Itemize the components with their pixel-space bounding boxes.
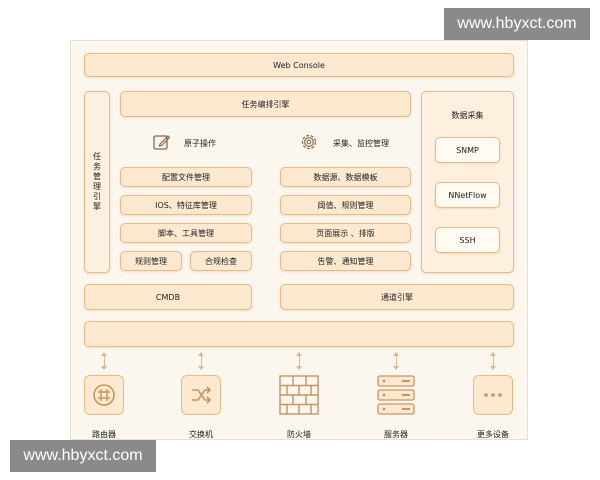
more-devices-icon [473, 375, 513, 415]
data-source-template-box: 数据源、数据模板 [280, 167, 411, 187]
data-collect-panel: 数据采集 SNMP NNetFlow SSH [421, 91, 514, 273]
server-icon [376, 373, 416, 417]
switch-icon [181, 375, 221, 415]
watermark-top: www.hbyxct.com [444, 8, 590, 40]
arrow-switch [198, 352, 204, 370]
task-mgmt-engine-label: 任务管理引擎 [92, 152, 102, 212]
config-file-mgmt-box: 配置文件管理 [120, 167, 252, 187]
alert-notify-mgmt-box: 告警、通知管理 [280, 251, 411, 271]
connector-bar [84, 321, 514, 347]
arrow-router [101, 352, 107, 370]
page-display-layout-box: 页面展示 、排版 [280, 223, 411, 243]
arrow-server [393, 352, 399, 370]
snmp-box: SNMP [435, 137, 500, 163]
web-console-box: Web Console [84, 53, 514, 77]
netflow-box: NNetFlow [435, 182, 500, 208]
arrow-firewall [296, 352, 302, 370]
compliance-check-box: 合规检查 [190, 251, 252, 271]
router-icon [84, 375, 124, 415]
firewall-icon [277, 373, 321, 417]
router-label: 路由器 [92, 430, 116, 439]
script-tool-mgmt-box: 脚本、工具管理 [120, 223, 252, 243]
server-label: 服务器 [384, 430, 408, 439]
threshold-rule-mgmt-box: 阈值、规则管理 [280, 195, 411, 215]
more-devices-label: 更多设备 [477, 430, 509, 439]
atomic-ops-label: 原子操作 [184, 139, 216, 148]
rule-mgmt-box: 规则管理 [120, 251, 182, 271]
watermark-bottom: www.hbyxct.com [10, 440, 156, 472]
edit-icon [153, 133, 171, 151]
task-orch-engine-box: 任务编排引擎 [120, 91, 411, 117]
ios-signature-mgmt-box: IOS、特征库管理 [120, 195, 252, 215]
collect-monitor-label: 采集、监控管理 [333, 139, 389, 148]
switch-label: 交换机 [189, 430, 213, 439]
firewall-label: 防火墙 [287, 430, 311, 439]
task-mgmt-engine-box: 任务管理引擎 [84, 91, 110, 273]
cmdb-box: CMDB [84, 284, 252, 310]
channel-engine-box: 通道引擎 [280, 284, 514, 310]
architecture-diagram: Web Console 任务管理引擎 任务编排引擎 原子操作 采集、监控管理 配… [70, 40, 528, 440]
arrow-more [490, 352, 496, 370]
gear-icon [299, 132, 319, 152]
ssh-box: SSH [435, 227, 500, 253]
data-collect-title: 数据采集 [451, 111, 484, 120]
